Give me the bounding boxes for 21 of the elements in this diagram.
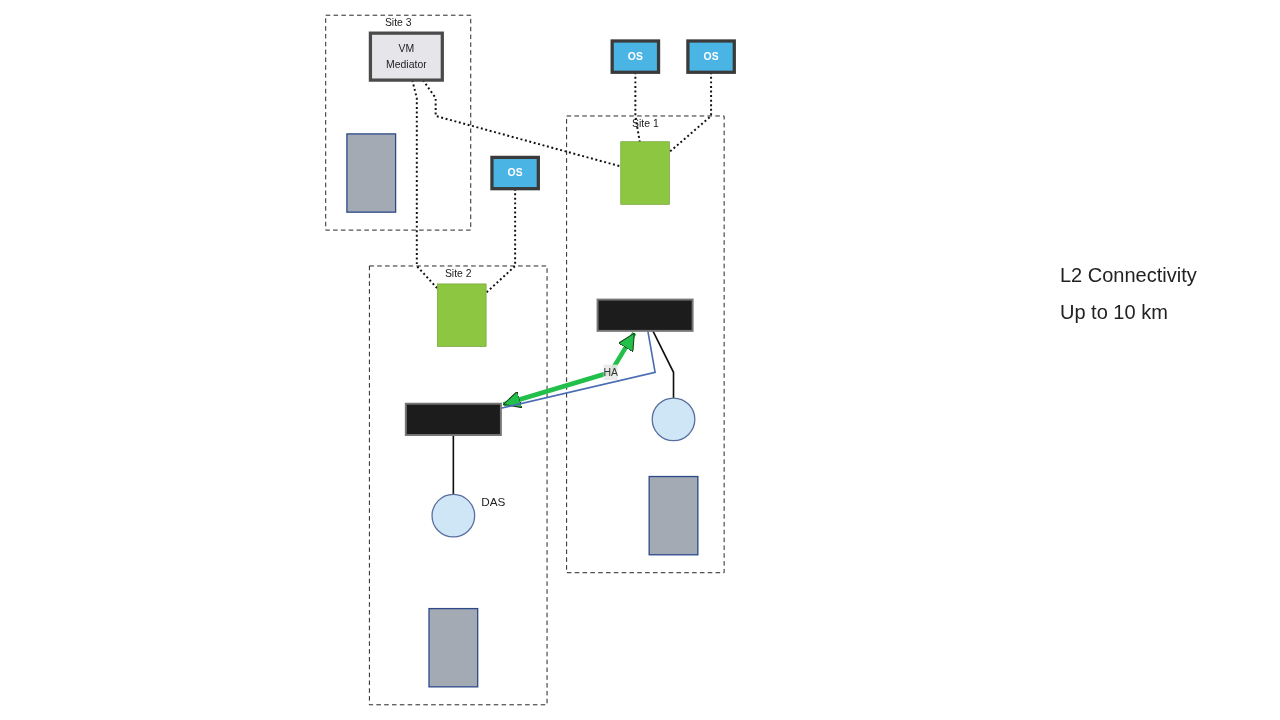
connector [500, 330, 657, 410]
arrow [502, 331, 637, 409]
node-box [404, 402, 502, 436]
connectivity-label: L2 Connectivity [1060, 264, 1198, 287]
node-box: VM Mediator [368, 31, 444, 82]
connector [652, 330, 675, 399]
node-box [437, 283, 487, 347]
node-box: OS [686, 39, 736, 74]
distance-label: Up to 10 km [1060, 301, 1169, 324]
node-box [648, 475, 699, 556]
node-circle [651, 397, 696, 442]
node-box: OS [490, 155, 540, 191]
node-circle [431, 493, 476, 538]
node-box [428, 607, 479, 688]
node-box [596, 298, 694, 332]
edge-label: HA [603, 366, 618, 378]
beside-label: DAS [481, 495, 506, 509]
node-box [346, 133, 397, 213]
connector [452, 434, 455, 496]
node-box [620, 141, 670, 205]
node-box: OS [610, 39, 661, 74]
